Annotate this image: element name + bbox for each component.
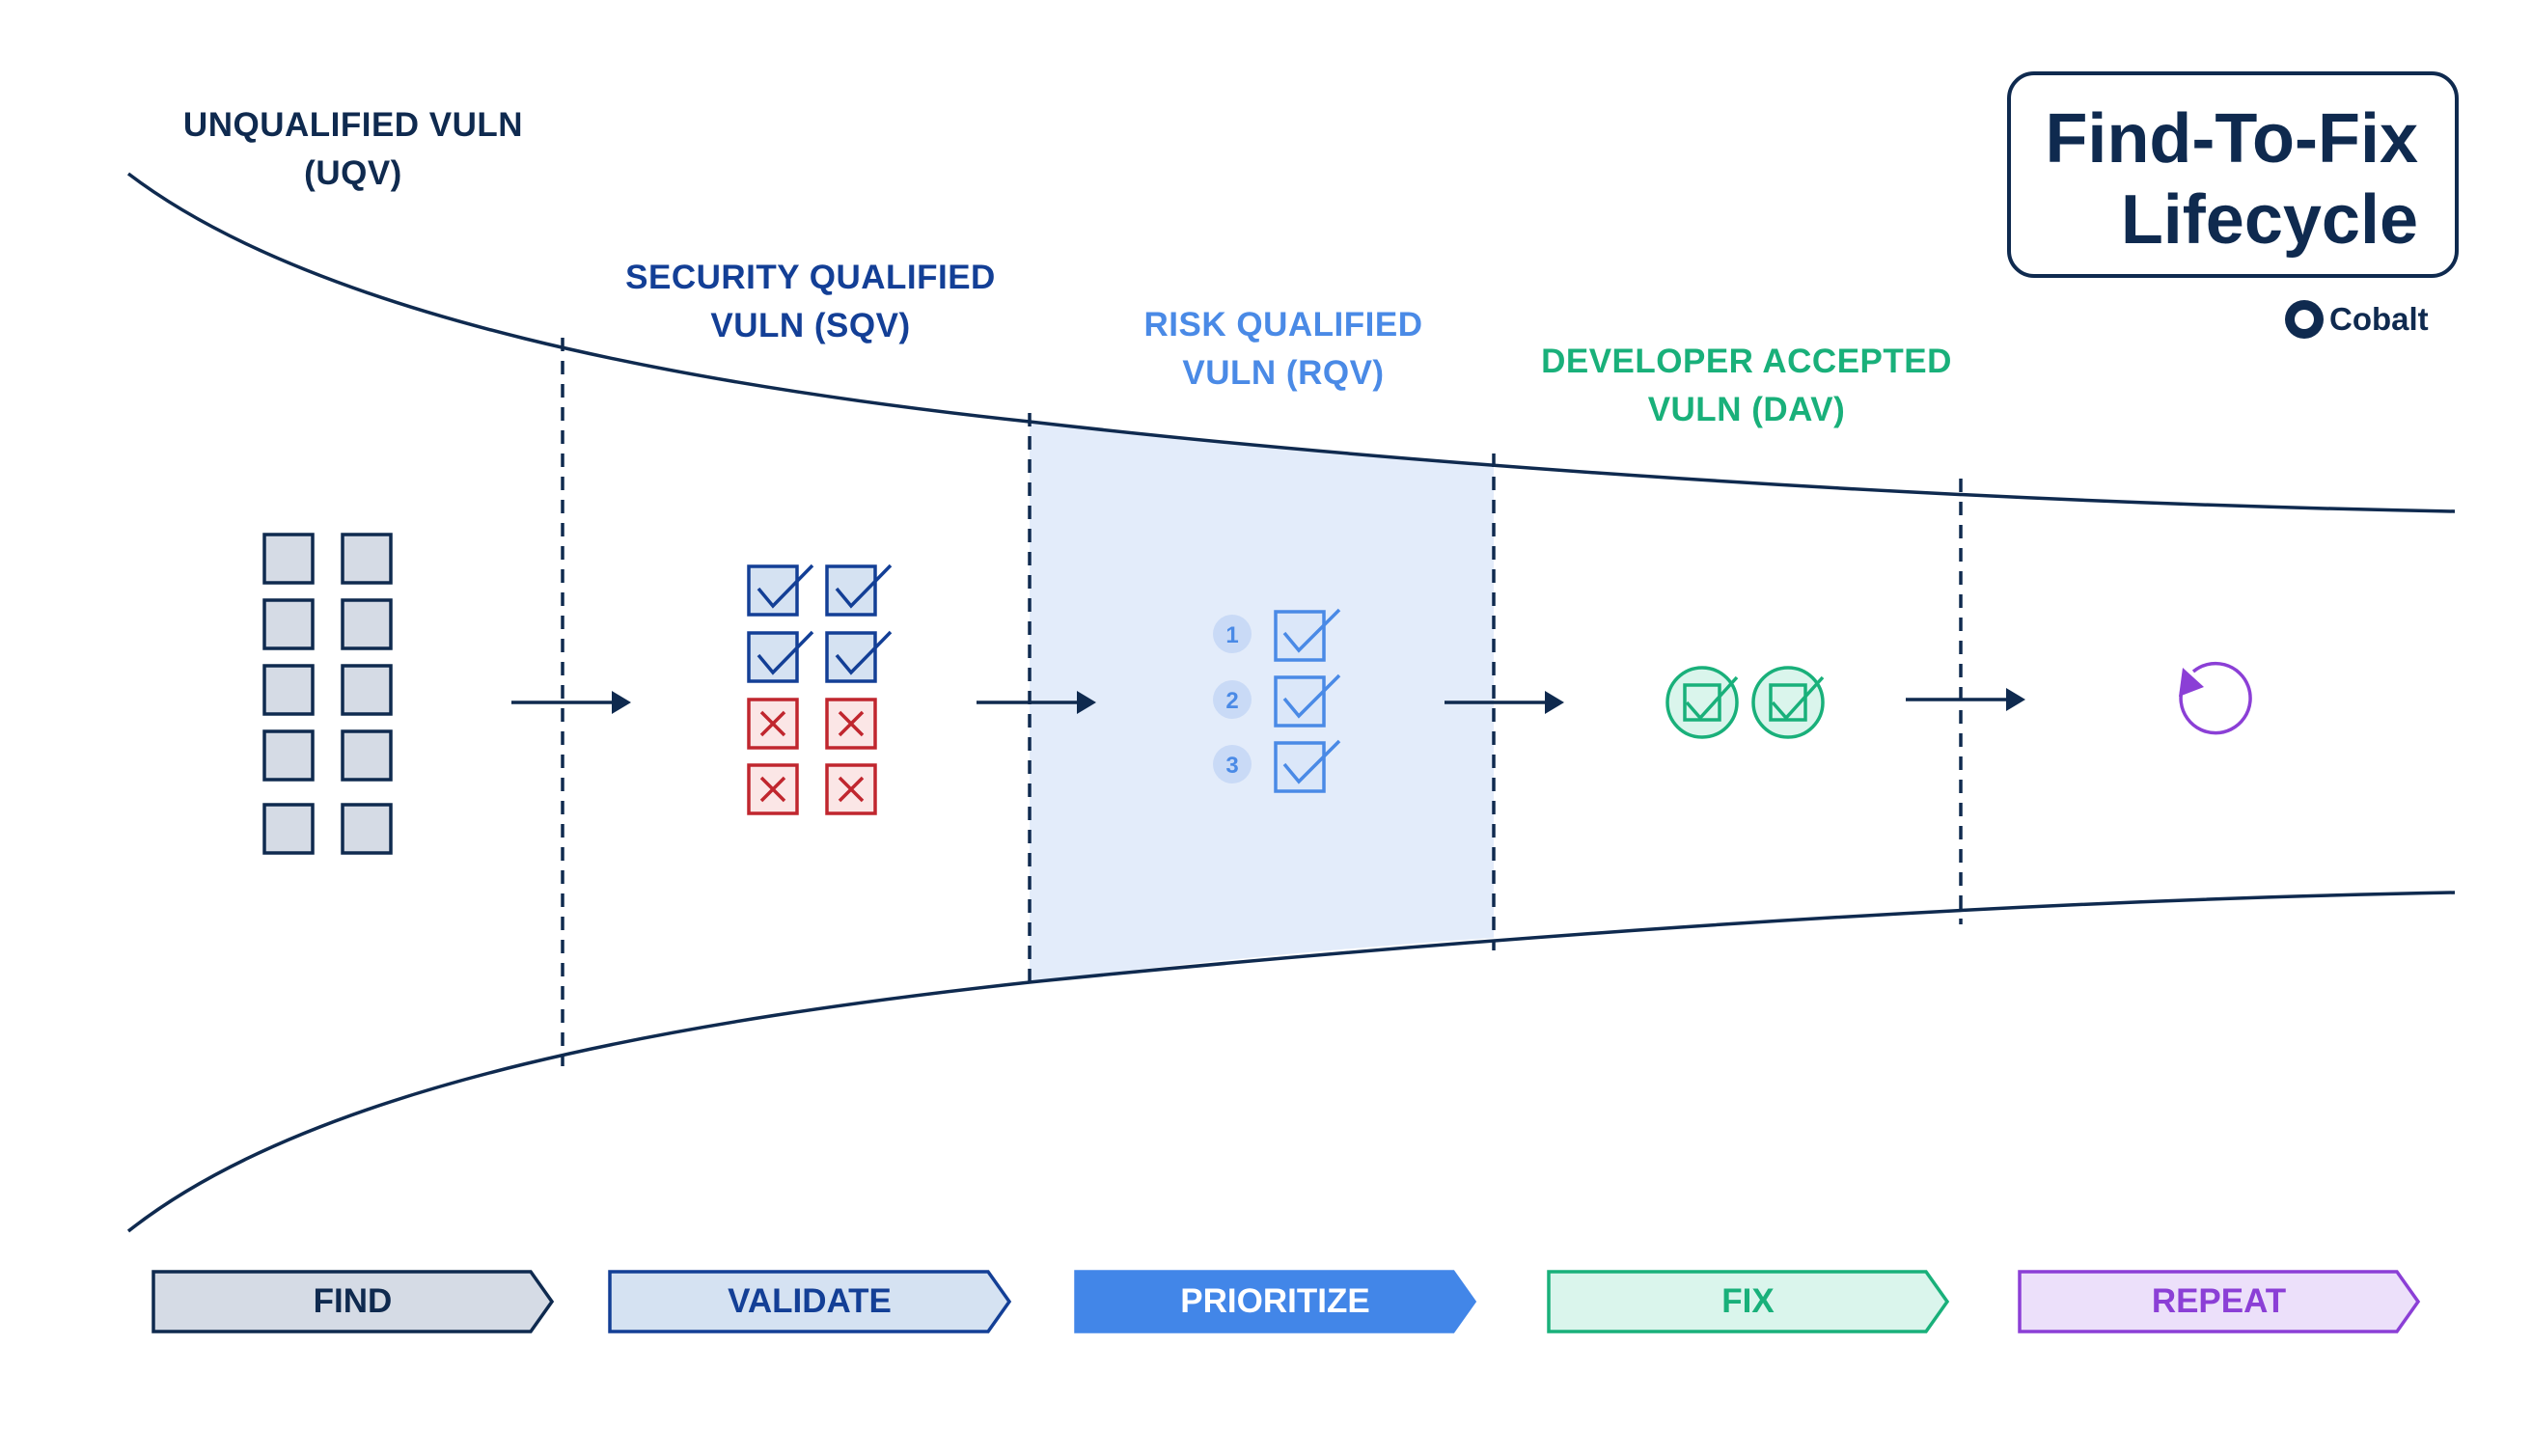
cobalt-logo-icon [2285,300,2324,339]
unchecked-box-icon [262,729,315,782]
checked-box-icon [747,630,814,683]
step-label-fix: FIX [1721,1282,1775,1320]
funnel-bottom-curve [126,891,2456,1233]
step-label-validate: VALIDATE [728,1282,892,1320]
unchecked-box-icon [262,803,315,855]
step-chevron-fix [1547,1270,1950,1333]
step-label-repeat: REPEAT [2151,1282,2287,1320]
checked-box-icon [825,630,893,683]
prioritize-highlight [1030,422,1494,982]
x-box-icon [747,763,799,815]
unchecked-box-icon [341,664,393,716]
brand-logo: Cobalt [2285,295,2429,343]
rank-number: 3 [1225,753,1238,779]
ranked-check-icon [1274,608,1341,662]
step-chevron-find [151,1270,555,1333]
unchecked-box-icon [341,729,393,782]
step-chevron-prioritize [1074,1270,1477,1333]
stage-label-uqv: UNQUALIFIED VULN (UQV) [182,106,524,192]
unchecked-box-icon [262,598,315,650]
brand-name: Cobalt [2329,301,2429,337]
checked-box-icon [825,563,893,617]
stage-label-sqv: SECURITY QUALIFIED VULN (SQV) [625,259,996,344]
step-label-find: FIND [313,1282,393,1320]
checked-box-icon [747,563,814,617]
unchecked-box-icon [341,803,393,855]
unchecked-box-icon [262,664,315,716]
right-arrow-icon [977,691,1096,714]
unchecked-box-icon [341,598,393,650]
x-box-icon [825,698,877,750]
refresh-icon [2179,661,2252,735]
ranked-check-icon [1274,673,1341,728]
rank-badge [1213,615,1252,653]
right-arrow-icon [1906,688,2025,711]
unchecked-box-icon [341,533,393,585]
step-label-prioritize: PRIORITIZE [1180,1282,1370,1320]
right-arrow-icon [1445,691,1564,714]
unchecked-box-icon [262,533,315,585]
step-chevron-repeat [2018,1270,2421,1333]
rank-badge [1213,680,1252,719]
rank-number: 1 [1225,622,1238,648]
rank-badge [1213,745,1252,783]
x-box-icon [825,763,877,815]
step-chevron-validate [608,1270,1012,1333]
stage-label-dav: DEVELOPER ACCEPTED VULN (DAV) [1541,343,1952,428]
page-title-line2: Lifecycle [2120,181,2418,259]
rank-number: 2 [1225,688,1238,714]
x-box-icon [747,698,799,750]
page-title-line1: Find-To-Fix [2045,100,2418,178]
ranked-check-icon [1274,739,1341,793]
circle-check-icon [1665,666,1739,739]
funnel-top-curve [126,172,2456,513]
circle-check-icon [1751,666,1825,739]
right-arrow-icon [511,691,631,714]
stage-label-rqv: RISK QUALIFIED VULN (RQV) [1143,306,1423,392]
title-box: Find-To-Fix Lifecycle [2007,71,2459,278]
